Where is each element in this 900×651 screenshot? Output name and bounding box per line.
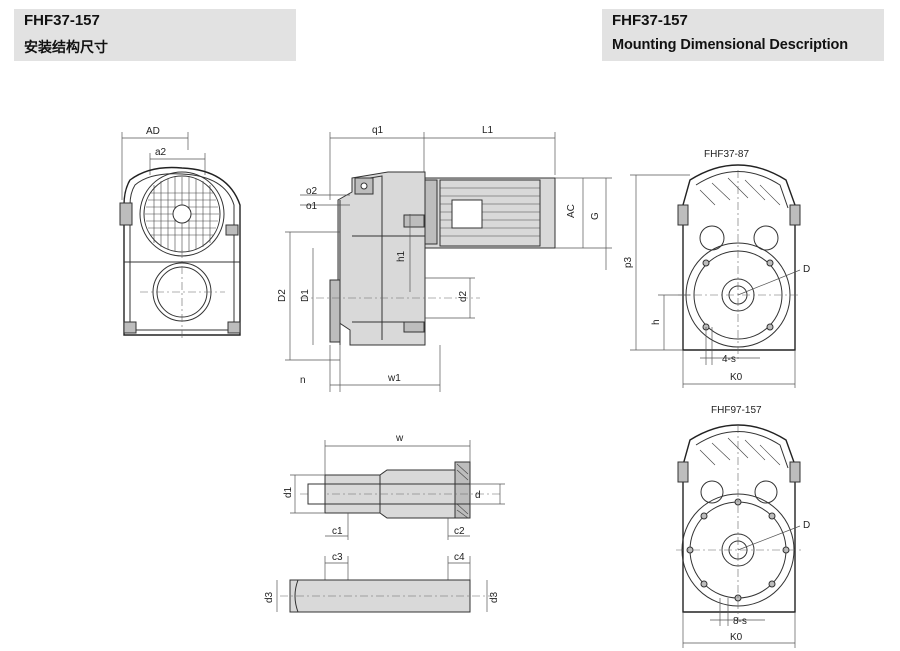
dim-h1: h1 bbox=[396, 250, 407, 262]
flange-bottom-title: FHF97-157 bbox=[711, 405, 762, 416]
flange-bottom-holes: 8-s bbox=[733, 616, 747, 627]
flange-view-bottom: FHF97-157 D 8-s K bbox=[676, 405, 810, 648]
flange-bottom-k0: K0 bbox=[730, 632, 743, 643]
shaft-view: w d1 d c1 c2 c3 c bbox=[264, 433, 505, 613]
dim-o2: o2 bbox=[306, 186, 318, 197]
flange-top-d: D bbox=[803, 264, 810, 275]
dim-o1: o1 bbox=[306, 201, 318, 212]
header-right-subtitle: Mounting Dimensional Description bbox=[612, 37, 849, 53]
dim-n: n bbox=[300, 375, 306, 386]
dim-l1: L1 bbox=[482, 125, 494, 136]
dim-d2-small: d2 bbox=[458, 290, 469, 302]
flange-view-top: FHF37-87 D p3 h 4- bbox=[623, 149, 810, 388]
dim-d2: D2 bbox=[277, 289, 288, 302]
header-left-model: FHF37-157 bbox=[24, 12, 100, 29]
dim-d1: D1 bbox=[300, 289, 311, 302]
dim-w: w bbox=[395, 433, 404, 444]
dim-shaft-d: d bbox=[475, 490, 481, 501]
dim-d3-left: d3 bbox=[264, 591, 275, 603]
dim-a2: a2 bbox=[155, 147, 167, 158]
dim-c4: c4 bbox=[454, 552, 465, 563]
header-left: FHF37-157 安装结构尺寸 bbox=[14, 9, 296, 61]
flange-top-title: FHF37-87 bbox=[704, 149, 749, 160]
dim-w1: w1 bbox=[387, 373, 401, 384]
dim-c2: c2 bbox=[454, 526, 465, 537]
front-view: AD a2 bbox=[119, 126, 241, 340]
flange-top-p3: p3 bbox=[623, 256, 634, 268]
header-left-subtitle: 安装结构尺寸 bbox=[24, 39, 108, 55]
dim-ad: AD bbox=[146, 126, 160, 137]
dim-g: G bbox=[590, 212, 601, 220]
dim-c3: c3 bbox=[332, 552, 343, 563]
dim-shaft-d1: d1 bbox=[283, 486, 294, 498]
flange-top-k0: K0 bbox=[730, 372, 743, 383]
side-view: q1 L1 AC G h1 bbox=[277, 125, 612, 392]
flange-top-h: h bbox=[651, 319, 662, 325]
dim-d3-right: d3 bbox=[489, 591, 500, 603]
flange-bottom-d: D bbox=[803, 520, 810, 531]
dim-c1: c1 bbox=[332, 526, 343, 537]
header-right: FHF37-157 Mounting Dimensional Descripti… bbox=[602, 9, 884, 61]
dim-q1: q1 bbox=[372, 125, 384, 136]
header-right-model: FHF37-157 bbox=[612, 12, 688, 29]
flange-top-holes: 4-s bbox=[722, 354, 736, 365]
dim-ac: AC bbox=[566, 204, 577, 218]
